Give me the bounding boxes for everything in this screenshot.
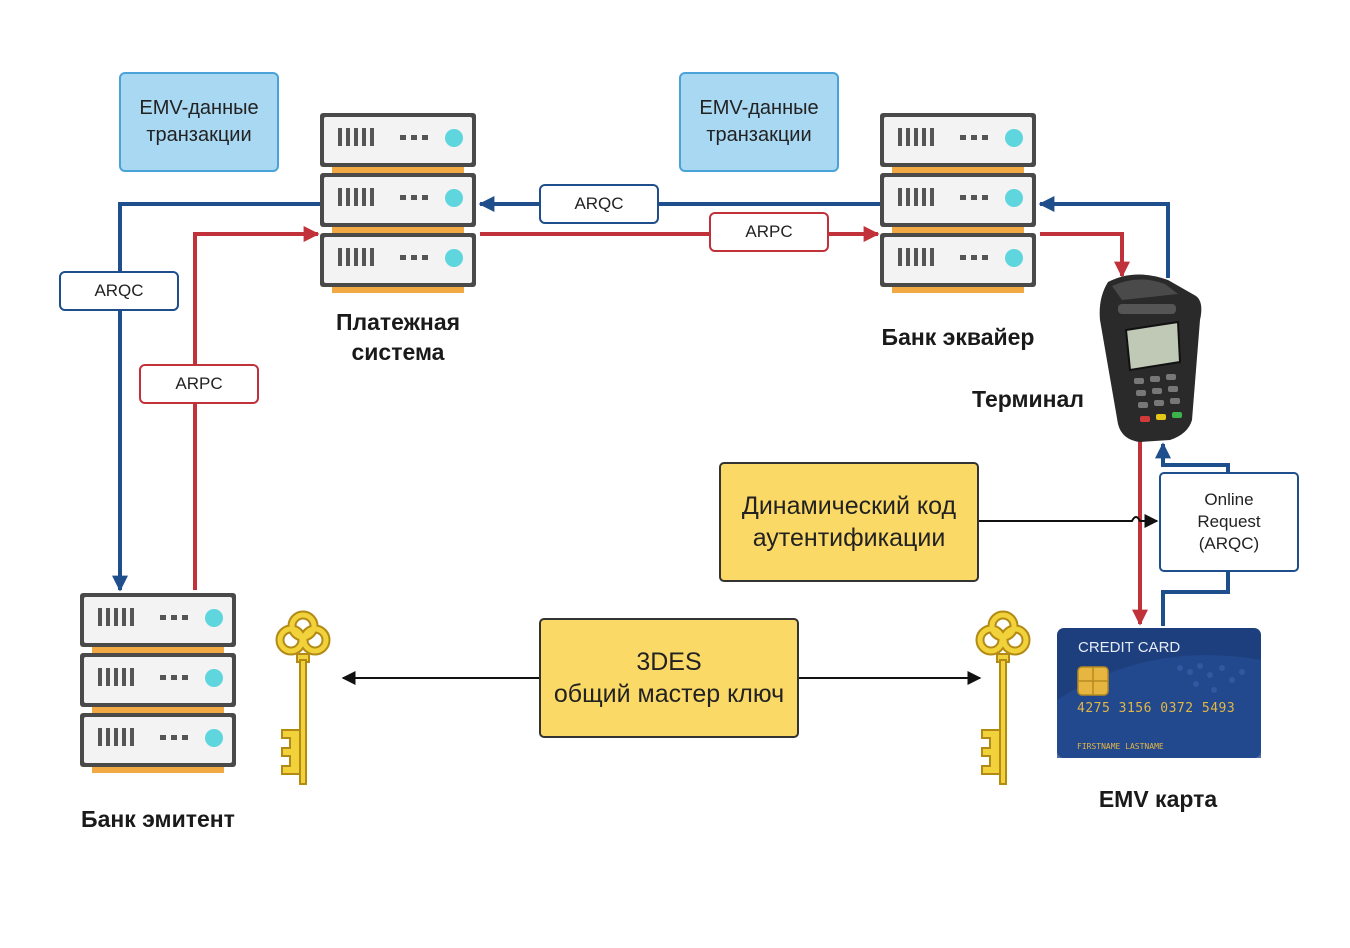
acquirer-bank-server-icon <box>880 113 1036 293</box>
master-key-left-icon <box>280 615 326 784</box>
label-terminal: Терминал <box>972 386 1084 412</box>
arpc-label-left: ARPC <box>139 364 259 404</box>
card-title: CREDIT CARD <box>1078 639 1180 656</box>
emv-credit-card-icon: CREDIT CARD 4275 3156 0372 5493 FIRSTNAM… <box>1057 628 1261 758</box>
flow-terminal-to-acquirer <box>1038 196 1170 278</box>
online-request-box: Online Request (ARQC) <box>1159 472 1299 572</box>
master-key-right-icon <box>980 615 1026 784</box>
label-emv-card: EMV карта <box>1098 786 1218 812</box>
master-key-text: 3DES общий мастер ключ <box>553 647 785 709</box>
arpc-label-top: ARPC <box>709 212 829 252</box>
card-holder: FIRSTNAME LASTNAME <box>1077 742 1164 751</box>
pos-terminal-icon <box>1099 274 1202 442</box>
dynamic-auth-code-text: Динамический код аутентификации <box>741 491 957 553</box>
label-acquirer-bank: Банк эквайер <box>881 324 1035 350</box>
arqc-label-left: ARQC <box>59 271 179 311</box>
flow-arpc-issuer-to-payment <box>193 226 320 590</box>
flow-arpc-acquirer-to-terminal <box>1040 232 1130 278</box>
emv-data-box-right: EMV-данные транзакции <box>679 72 839 172</box>
master-key-box: 3DES общий мастер ключ <box>539 618 799 738</box>
online-request-text: Online Request (ARQC) <box>1197 489 1261 554</box>
arqc-label-left-text: ARQC <box>94 281 144 300</box>
emv-data-box-left-text: EMV-данные транзакции <box>139 97 259 146</box>
arqc-label-top-text: ARQC <box>574 194 624 213</box>
arpc-label-left-text: ARPC <box>175 374 223 393</box>
label-payment-system: Платежная система <box>335 309 461 365</box>
flow-dynamic-code-to-request <box>978 514 1159 528</box>
issuer-bank-server-icon <box>80 593 236 773</box>
arpc-label-top-text: ARPC <box>745 222 793 241</box>
card-number: 4275 3156 0372 5493 <box>1077 701 1235 716</box>
payment-system-server-icon <box>320 113 476 293</box>
emv-data-box-right-text: EMV-данные транзакции <box>699 97 819 146</box>
flow-arqc-payment-to-issuer <box>112 202 320 592</box>
emv-data-box-left: EMV-данные транзакции <box>119 72 279 172</box>
arqc-label-top: ARQC <box>539 184 659 224</box>
label-issuer-bank: Банк эмитент <box>81 806 235 832</box>
dynamic-auth-code-box: Динамический код аутентификации <box>719 462 979 582</box>
